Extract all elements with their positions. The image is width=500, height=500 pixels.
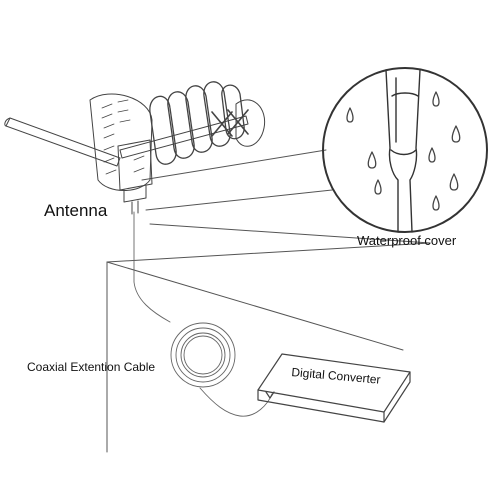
waterproof-cover-label: Waterproof cover <box>357 233 457 248</box>
coaxial-cable-label: Coaxial Extention Cable <box>27 360 156 374</box>
antenna-label: Antenna <box>44 201 108 220</box>
antenna-illustration <box>4 81 266 215</box>
house-outline <box>106 223 431 453</box>
coaxial-cable <box>133 211 273 417</box>
waterproof-cover-detail <box>322 67 488 233</box>
magnifier-leader-lines <box>141 149 333 211</box>
digital-converter-box <box>257 353 411 423</box>
